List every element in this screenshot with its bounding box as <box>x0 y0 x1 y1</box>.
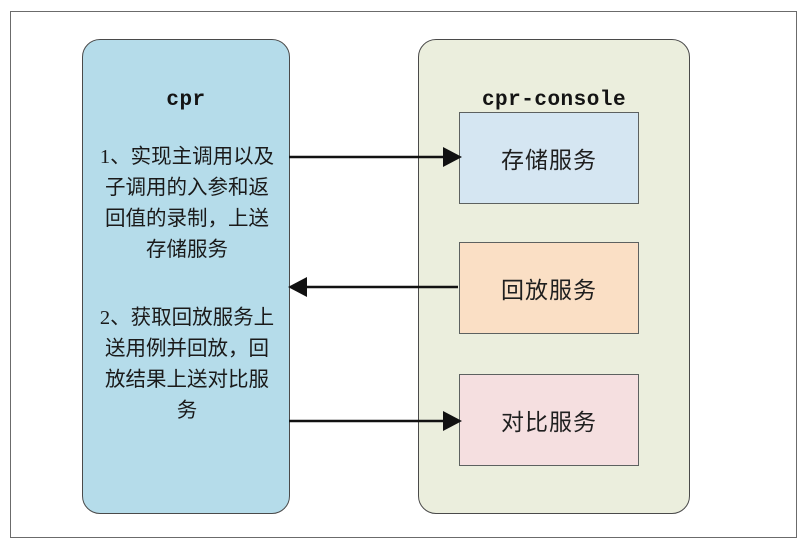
panel-cpr-title: cpr <box>166 89 206 112</box>
service-box-replay[interactable]: 回放服务 <box>459 242 639 334</box>
service-box-storage[interactable]: 存储服务 <box>459 112 639 204</box>
cpr-description-item-1: 1、实现主调用以及子调用的入参和返回值的录制，上送存储服务 <box>99 146 275 261</box>
panel-cpr-console: cpr-console 存储服务 回放服务 对比服务 <box>418 39 690 514</box>
panel-cpr: cpr 1、实现主调用以及子调用的入参和返回值的录制，上送存储服务 2、获取回放… <box>82 39 290 514</box>
service-box-compare[interactable]: 对比服务 <box>459 374 639 466</box>
cpr-description-item-2: 2、获取回放服务上送用例并回放，回放结果上送对比服务 <box>99 307 275 422</box>
panel-cpr-console-title: cpr-console <box>481 89 627 112</box>
